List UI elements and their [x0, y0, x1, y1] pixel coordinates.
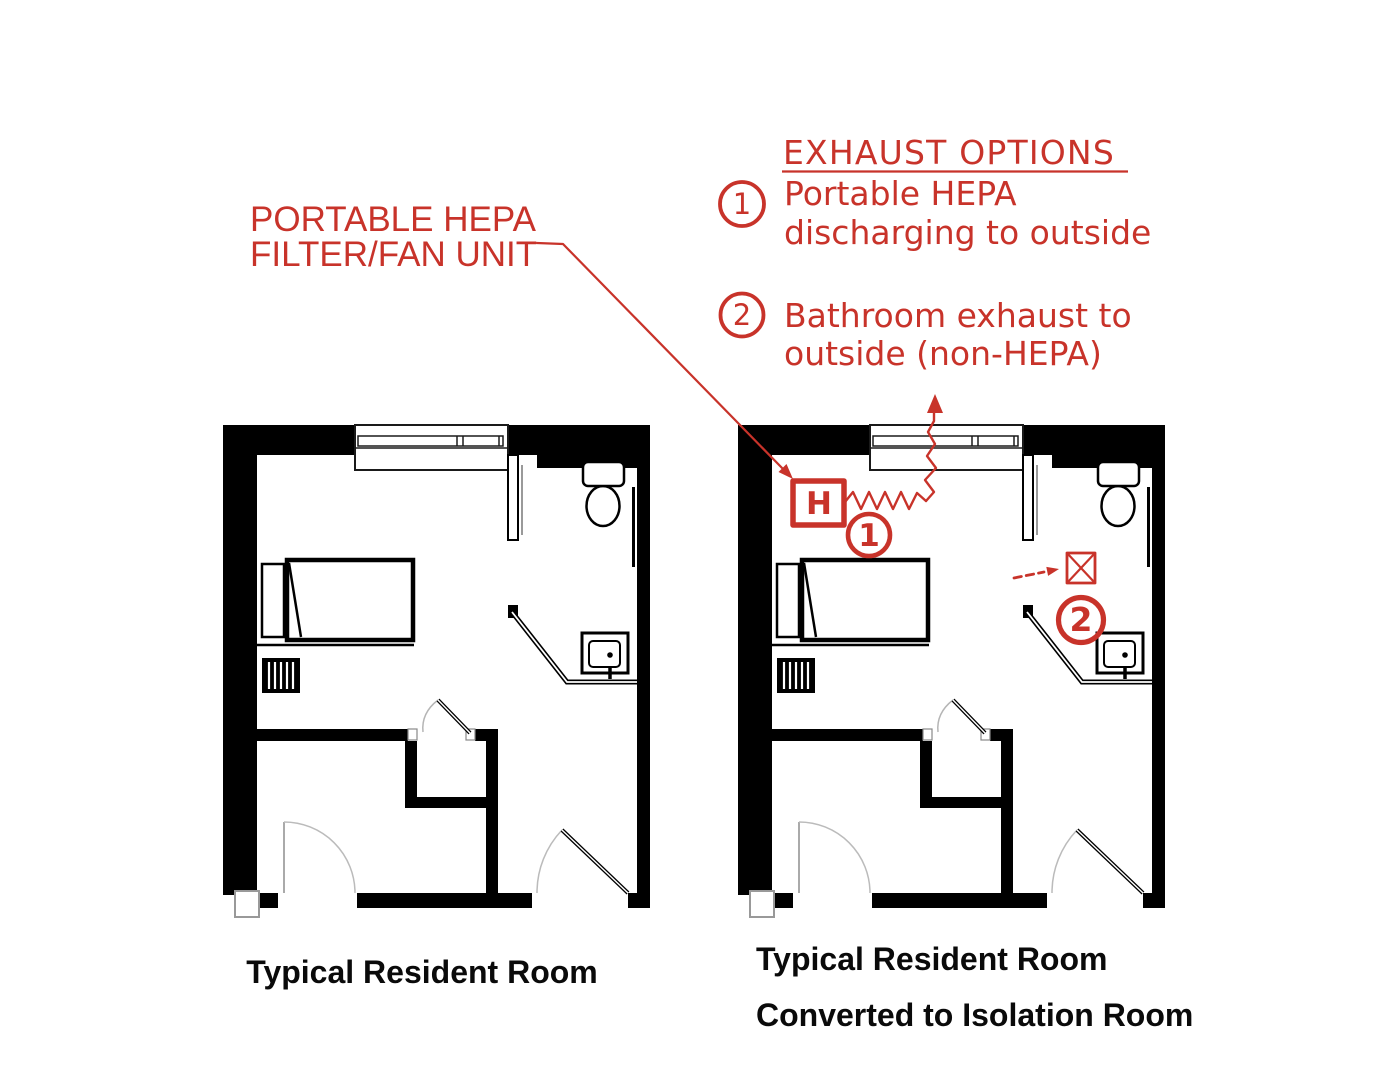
legend-option1-number: 1 [733, 187, 751, 221]
exhaust-up-arrow-icon [927, 394, 943, 413]
exhaust-options-legend: EXHAUST OPTIONS 1 Portable HEPA discharg… [718, 133, 1151, 373]
hepa-leader-arrowhead-icon [778, 464, 793, 479]
legend-option1-circle [718, 180, 766, 228]
floor-plan-typical-room [223, 425, 650, 917]
legend-option2-circle [718, 291, 766, 339]
legend-option2-number: 2 [733, 298, 751, 332]
red-annotations: H 1 2 [535, 241, 1107, 646]
legend-option-2: 2 Bathroom exhaust to outside (non-HEPA) [718, 291, 1132, 373]
legend-option2-text-line2: outside (non-HEPA) [784, 334, 1102, 373]
plan-option2-number: 2 [1070, 600, 1093, 639]
legend-option1-text-line2: discharging to outside [784, 213, 1151, 252]
portable-hepa-label-line2: FILTER/FAN UNIT [250, 235, 537, 274]
legend-option2-text-line1: Bathroom exhaust to [784, 296, 1132, 335]
caption-typical-room: Typical Resident Room [246, 954, 597, 990]
legend-option1-text-line1: Portable HEPA [784, 174, 1017, 213]
duct-zigzag-horizontal [843, 490, 928, 511]
portable-hepa-label-line1: PORTABLE HEPA [250, 200, 537, 239]
duct-zigzag-vertical [923, 411, 938, 503]
portable-hepa-label: PORTABLE HEPA FILTER/FAN UNIT [250, 200, 537, 274]
hepa-leader-line [535, 241, 786, 472]
hepa-unit-box [790, 478, 847, 528]
floor-plan-isolation-room [738, 425, 1165, 917]
plan-option1-circle [845, 511, 893, 559]
fan-pointer-dashed-line [1012, 570, 1046, 580]
plan-option2-circle [1055, 594, 1107, 646]
caption-isolation-room-line1: Typical Resident Room [756, 941, 1107, 977]
plan-option1-number: 1 [858, 518, 880, 554]
legend-title: EXHAUST OPTIONS [783, 133, 1115, 172]
fan-pointer-arrowhead-icon [1046, 566, 1059, 576]
exhaust-fan-icon [1065, 551, 1097, 585]
caption-isolation-room-line2: Converted to Isolation Room [756, 997, 1193, 1033]
legend-option-1: 1 Portable HEPA discharging to outside [718, 174, 1151, 252]
hepa-unit-symbol: H [806, 486, 832, 522]
